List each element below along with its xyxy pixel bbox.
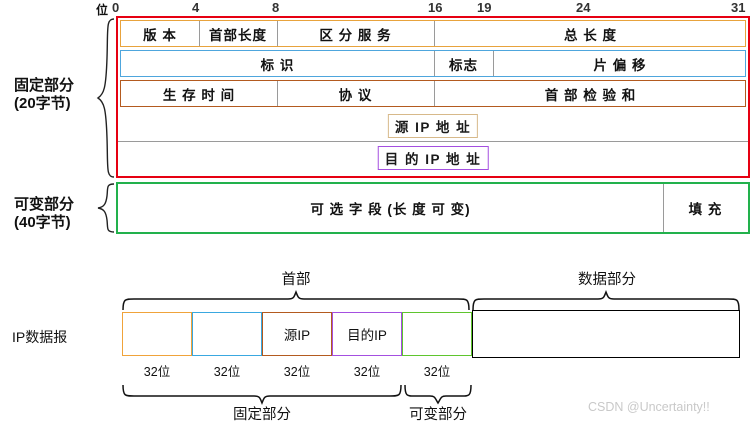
datagram-header-brace bbox=[122, 289, 470, 311]
bit-tick-19: 19 bbox=[477, 0, 492, 15]
header-row-version: 版 本 首部长度 区 分 服 务 总 长 度 bbox=[120, 20, 746, 47]
field-version: 版 本 bbox=[143, 27, 177, 43]
variable-part-brace bbox=[96, 183, 116, 233]
bit-tick-16: 16 bbox=[428, 0, 443, 15]
bit-position-ruler: 位 0 4 8 16 19 24 31 bbox=[0, 0, 755, 18]
field-fragment-offset: 片 偏 移 bbox=[593, 57, 647, 73]
seg-identifier bbox=[192, 312, 262, 356]
divider-bit16-r2 bbox=[434, 51, 435, 76]
field-flags: 标志 bbox=[449, 57, 478, 73]
datagram-data-brace bbox=[472, 289, 740, 311]
variable-part-label-line2: (40字节) bbox=[14, 214, 71, 231]
bit-tick-8: 8 bbox=[272, 0, 280, 15]
datagram-data-group-label: 数据部分 bbox=[578, 272, 636, 288]
variable-part-label-line1: 可变部分 bbox=[14, 196, 75, 213]
bits-label-1: 32位 bbox=[143, 365, 171, 379]
bit-tick-31: 31 bbox=[731, 0, 746, 15]
divider-bit8-r3 bbox=[277, 81, 278, 106]
field-checksum: 首 部 检 验 和 bbox=[544, 87, 637, 103]
divider-bit16-r3 bbox=[434, 81, 435, 106]
seg-options bbox=[402, 312, 472, 356]
seg-dest-ip: 目的IP bbox=[332, 312, 402, 356]
header-row-identification: 标 识 标志 片 偏 移 bbox=[120, 50, 746, 77]
field-identification: 标 识 bbox=[260, 57, 295, 73]
divider-bit8 bbox=[277, 21, 278, 46]
ip-header-fixed-part: 版 本 首部长度 区 分 服 务 总 长 度 标 识 标志 片 偏 移 生 存 … bbox=[116, 16, 750, 178]
divider-bit16 bbox=[434, 21, 435, 46]
variable-part-bottom-brace bbox=[404, 384, 472, 405]
field-ttl: 生 存 时 间 bbox=[162, 87, 236, 103]
header-row-dest-ip: 目 的 IP 地 址 bbox=[120, 142, 746, 174]
variable-part-bottom-label: 可变部分 bbox=[409, 407, 467, 423]
field-source-ip: 源 IP 地 址 bbox=[387, 113, 479, 138]
fixed-part-bottom-brace bbox=[122, 384, 402, 406]
variable-part-label: 可变部分 (40字节) bbox=[14, 196, 74, 232]
fixed-part-label-line2: (20字节) bbox=[14, 95, 71, 112]
watermark: CSDN @Uncertainty!! bbox=[588, 400, 710, 414]
fixed-part-brace bbox=[96, 18, 116, 178]
ip-header-variable-part: 可 选 字 段 (长 度 可 变) 填 充 bbox=[116, 182, 750, 234]
bits-label-2: 32位 bbox=[213, 365, 241, 379]
field-header-length: 首部长度 bbox=[209, 27, 267, 43]
fixed-part-label-line1: 固定部分 bbox=[14, 77, 75, 94]
field-options: 可 选 字 段 (长 度 可 变) bbox=[310, 202, 471, 217]
bits-label-4: 32位 bbox=[353, 365, 381, 379]
field-padding: 填 充 bbox=[688, 202, 723, 217]
bit-tick-0: 0 bbox=[112, 0, 120, 15]
seg-data bbox=[472, 310, 740, 358]
seg-source-ip: 源IP bbox=[262, 312, 332, 356]
bit-tick-4: 4 bbox=[192, 0, 200, 15]
datagram-row-label: IP数据报 bbox=[12, 329, 68, 345]
field-dscp: 区 分 服 务 bbox=[319, 27, 392, 43]
bit-tick-24: 24 bbox=[576, 0, 591, 15]
field-protocol: 协 议 bbox=[338, 87, 373, 103]
field-total-length: 总 长 度 bbox=[563, 27, 617, 43]
fixed-part-label: 固定部分 (20字节) bbox=[14, 77, 74, 113]
seg-version-tos bbox=[122, 312, 192, 356]
header-row-ttl: 生 存 时 间 协 议 首 部 检 验 和 bbox=[120, 80, 746, 107]
bits-label-5: 32位 bbox=[423, 365, 451, 379]
datagram-header-group-label: 首部 bbox=[281, 272, 311, 288]
divider-options-padding bbox=[663, 184, 664, 232]
fixed-part-bottom-label: 固定部分 bbox=[233, 407, 291, 423]
divider-row4-row5 bbox=[118, 141, 748, 142]
field-dest-ip: 目 的 IP 地 址 bbox=[377, 146, 489, 170]
bit-axis-label: 位 bbox=[96, 3, 109, 17]
header-row-source-ip: 源 IP 地 址 bbox=[120, 110, 746, 141]
divider-bit19 bbox=[493, 51, 494, 76]
divider-bit4 bbox=[199, 21, 200, 46]
bits-label-3: 32位 bbox=[283, 365, 311, 379]
